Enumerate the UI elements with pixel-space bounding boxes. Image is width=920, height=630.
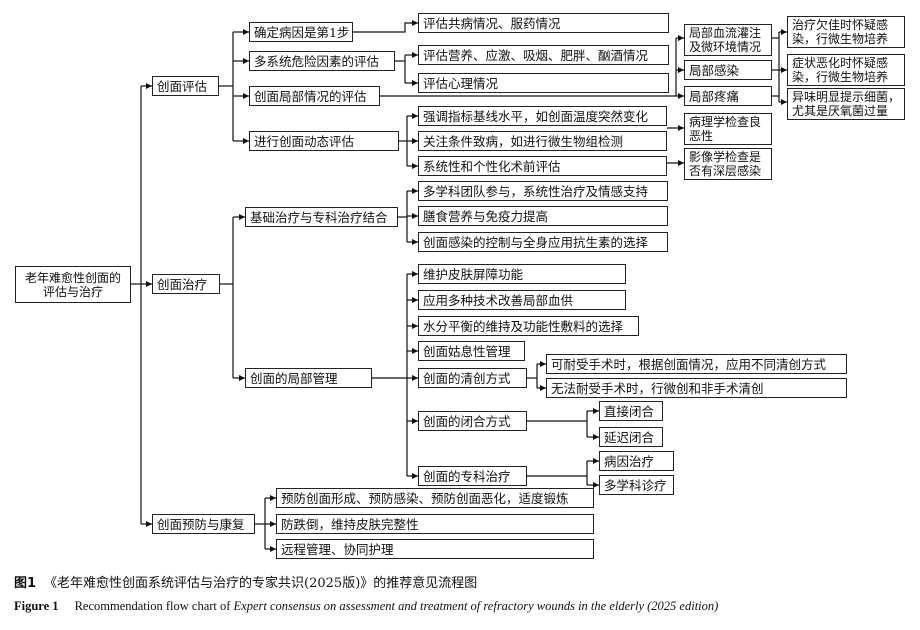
assessment-conditional: 关注条件致病，如进行微生物组检测 — [418, 131, 667, 151]
branch-assessment: 创面评估 — [152, 76, 219, 96]
assessment-perfusion: 局部血流灌注及微环境情况 — [684, 24, 772, 56]
treatment-etiology: 病因治疗 — [599, 451, 674, 471]
caption-en-italic: Expert consensus on assessment and treat… — [233, 599, 719, 613]
caption-chinese: 图1 《老年难愈性创面系统评估与治疗的专家共识(2025版)》的推荐意见流程图 — [14, 572, 477, 591]
treatment-local: 创面的局部管理 — [245, 368, 372, 388]
treatment-palliative: 创面姑息性管理 — [418, 341, 525, 361]
assessment-cause: 确定病因是第1步 — [249, 22, 353, 42]
assessment-worsening: 症状恶化时怀疑感染，行微生物培养 — [787, 54, 905, 86]
assessment-dynamic: 进行创面动态评估 — [249, 131, 399, 151]
treatment-special: 创面的专科治疗 — [418, 466, 527, 486]
treatment-mdt: 多学科团队参与，系统性治疗及情感支持 — [418, 181, 668, 201]
assessment-odor: 异味明显提示细菌，尤其是厌氧菌过量 — [787, 88, 905, 120]
treatment-intolerant: 无法耐受手术时，行微创和非手术清创 — [546, 378, 847, 398]
treatment-moisture: 水分平衡的维持及功能性敷料的选择 — [418, 316, 639, 336]
treatment-antibiotic: 创面感染的控制与全身应用抗生素的选择 — [418, 232, 668, 252]
treatment-delayed: 延迟闭合 — [599, 427, 663, 447]
assessment-nonhealing: 治疗欠佳时怀疑感染，行微生物培养 — [787, 16, 905, 48]
prevention-form: 预防创面形成、预防感染、预防创面恶化，适度锻炼 — [276, 488, 594, 508]
caption-zh-text: 《老年难愈性创面系统评估与治疗的专家共识(2025版)》的推荐意见流程图 — [44, 576, 478, 591]
treatment-blood: 应用多种技术改善局部血供 — [418, 290, 626, 310]
assessment-infection: 局部感染 — [684, 60, 772, 80]
treatment-basic: 基础治疗与专科治疗结合 — [245, 207, 398, 227]
assessment-systematic: 系统性和个性化术前评估 — [418, 156, 667, 176]
assessment-pain: 局部疼痛 — [684, 86, 772, 106]
treatment-debride: 创面的清创方式 — [418, 368, 527, 388]
assessment-baseline: 强调指标基线水平，如创面温度突然变化 — [418, 106, 667, 126]
caption-zh-label: 图1 — [14, 576, 37, 591]
assessment-nutrition: 评估营养、应激、吸烟、肥胖、酗酒情况 — [418, 45, 669, 65]
caption-en-text: Recommendation flow chart of — [74, 599, 234, 613]
treatment-closure: 创面的闭合方式 — [418, 411, 527, 431]
assessment-imaging: 影像学检查是否有深层感染 — [684, 148, 772, 180]
assessment-risk: 多系统危险因素的评估 — [249, 51, 395, 71]
prevention-fall: 防跌倒，维持皮肤完整性 — [276, 514, 594, 534]
caption-english: Figure 1 Recommendation flow chart of Exp… — [14, 599, 718, 614]
assessment-local: 创面局部情况的评估 — [249, 86, 380, 106]
assessment-pathology: 病理学检查良恶性 — [684, 113, 772, 145]
treatment-tolerant: 可耐受手术时，根据创面情况，应用不同清创方式 — [546, 354, 847, 374]
root-box: 老年难愈性创面的评估与治疗 — [15, 266, 131, 303]
treatment-diet: 膳食营养与免疫力提高 — [418, 206, 668, 226]
branch-prevention: 创面预防与康复 — [152, 514, 255, 534]
assessment-comorbid: 评估共病情况、服药情况 — [418, 13, 669, 33]
treatment-skin: 维护皮肤屏障功能 — [418, 264, 626, 284]
treatment-direct: 直接闭合 — [599, 401, 663, 421]
caption-en-label: Figure 1 — [14, 599, 59, 613]
prevention-remote: 远程管理、协同护理 — [276, 539, 594, 559]
treatment-mdt-clinic: 多学科诊疗 — [599, 475, 674, 495]
assessment-psych: 评估心理情况 — [418, 73, 669, 93]
branch-treatment: 创面治疗 — [152, 274, 220, 294]
